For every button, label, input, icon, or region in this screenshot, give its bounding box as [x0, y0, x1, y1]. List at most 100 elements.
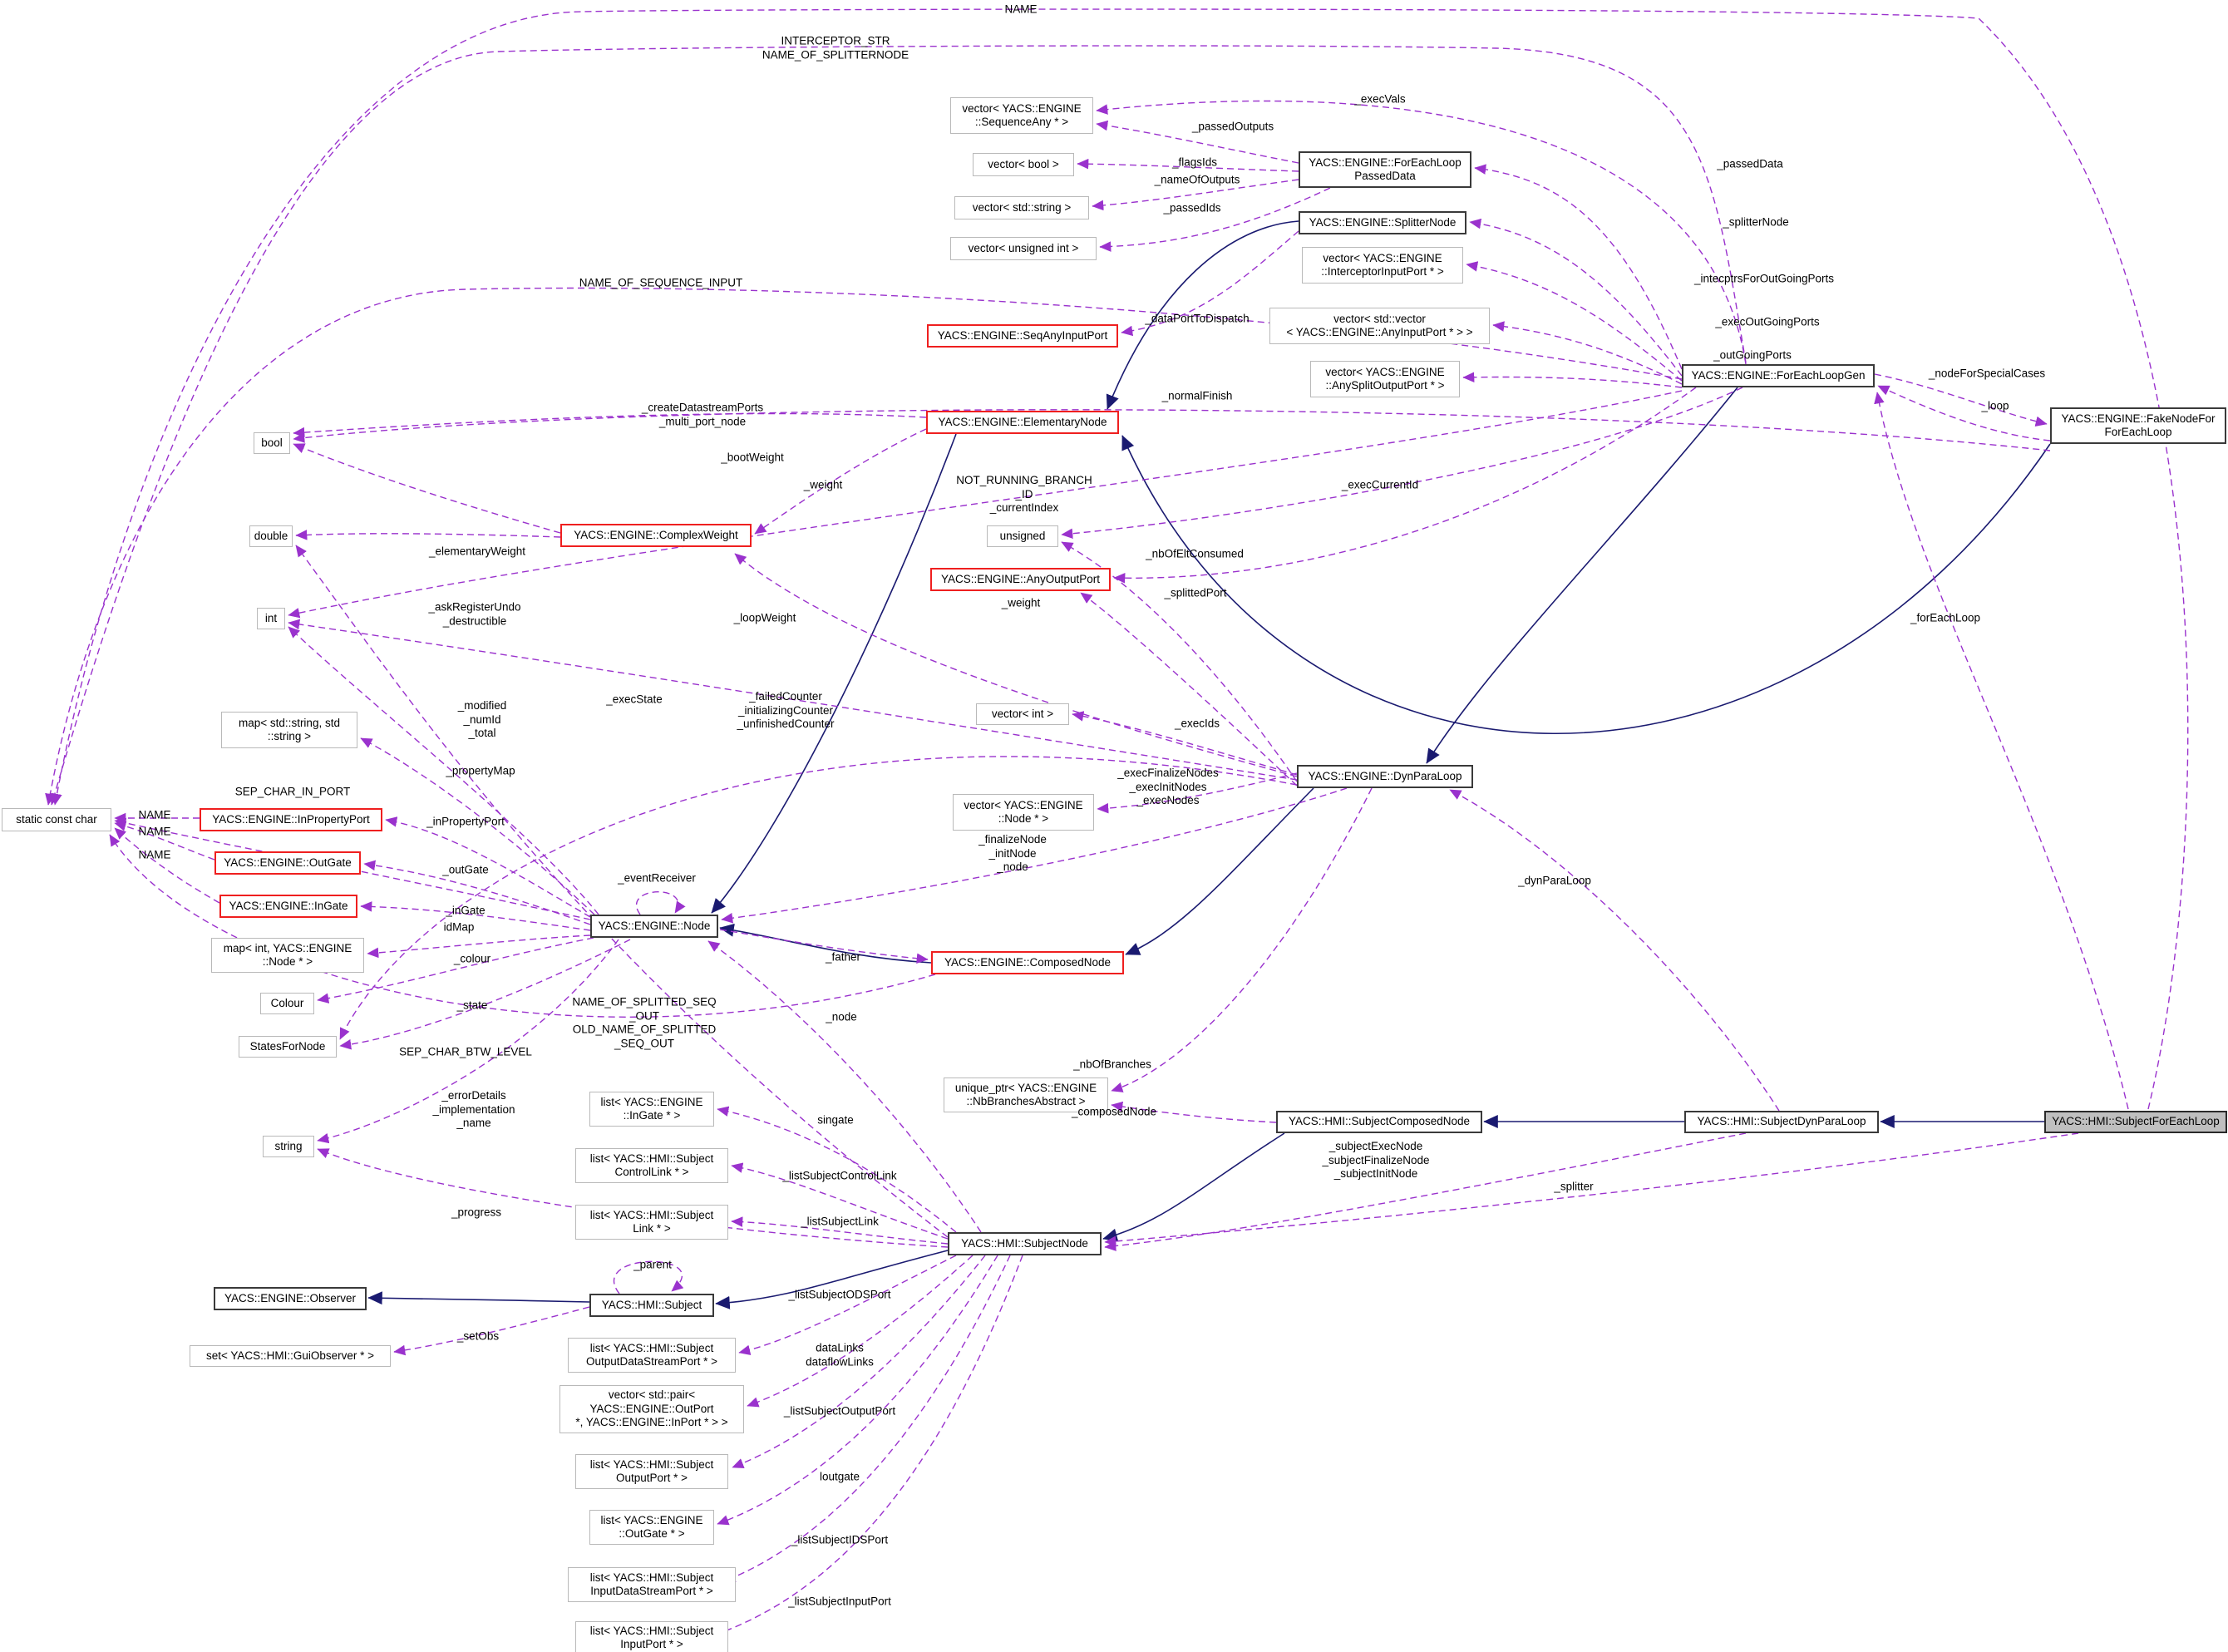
usage-edge	[339, 939, 631, 1050]
usage-edge	[613, 1260, 684, 1294]
inheritance-edge	[1125, 787, 1314, 955]
usage-edge	[288, 619, 1298, 781]
class-box-vector-bool[interactable]: vector< bool >	[973, 153, 1074, 176]
inheritance-edge	[1121, 435, 2051, 734]
inheritance-edge	[1426, 387, 1738, 764]
class-box-vector-interceptorinputport[interactable]: vector< YACS::ENGINE ::InterceptorInputP…	[1302, 247, 1463, 284]
usage-edge	[1469, 218, 1683, 377]
usage-edge	[717, 1106, 957, 1233]
class-box-colour[interactable]: Colour	[260, 993, 314, 1014]
class-box-int[interactable]: int	[257, 608, 285, 629]
class-box-complexweight[interactable]: YACS::ENGINE::ComplexWeight	[560, 524, 752, 547]
inheritance-edge	[711, 433, 957, 914]
class-box-vector-int[interactable]: vector< int >	[976, 703, 1069, 725]
usage-edge	[288, 626, 599, 915]
class-box-elementarynode[interactable]: YACS::ENGINE::ElementaryNode	[926, 411, 1119, 434]
usage-edge	[1877, 385, 2051, 441]
class-box-foreachloop-passeddata[interactable]: YACS::ENGINE::ForEachLoop PassedData	[1299, 151, 1471, 188]
usage-edge	[754, 428, 927, 535]
class-box-subjectforeachloop[interactable]: YACS::HMI::SubjectForEachLoop	[2044, 1111, 2227, 1133]
usage-edge	[360, 901, 591, 931]
usage-edge	[109, 834, 936, 1018]
usage-edge	[1099, 187, 1331, 252]
class-box-map-int-node[interactable]: map< int, YACS::ENGINE ::Node * >	[211, 938, 364, 973]
class-box-map-string-string[interactable]: map< std::string, std ::string >	[221, 712, 357, 748]
usage-edge	[317, 939, 619, 1144]
class-box-subjectcomposednode[interactable]: YACS::HMI::SubjectComposedNode	[1276, 1111, 1482, 1133]
class-box-splitternode[interactable]: YACS::ENGINE::SplitterNode	[1299, 211, 1466, 234]
class-box-composednode[interactable]: YACS::ENGINE::ComposedNode	[931, 951, 1124, 974]
class-box-list-subjectinputport[interactable]: list< YACS::HMI::Subject InputPort * >	[575, 1621, 728, 1652]
class-box-outgate[interactable]: YACS::ENGINE::OutGate	[214, 851, 361, 875]
class-box-string[interactable]: string	[263, 1136, 314, 1157]
class-box-vector-unsigned-int[interactable]: vector< unsigned int >	[950, 237, 1097, 260]
usage-edge	[114, 827, 220, 904]
class-box-foreachloopgen[interactable]: YACS::ENGINE::ForEachLoopGen	[1682, 364, 1875, 387]
usage-edge	[732, 1255, 986, 1468]
inheritance-edge	[1106, 220, 1299, 410]
usage-edge	[293, 412, 927, 438]
usage-edge	[114, 821, 215, 861]
usage-edge	[1077, 158, 1299, 172]
usage-edge	[719, 929, 929, 964]
class-box-unsigned[interactable]: unsigned	[987, 525, 1058, 547]
class-box-subjectdynparaloop[interactable]: YACS::HMI::SubjectDynParaLoop	[1684, 1111, 1879, 1133]
class-box-uniqueptr-nbbranches[interactable]: unique_ptr< YACS::ENGINE ::NbBranchesAbs…	[944, 1077, 1108, 1112]
class-box-fakenodeforforeachloop[interactable]: YACS::ENGINE::FakeNodeFor ForEachLoop	[2050, 407, 2226, 444]
class-box-dynparaloop[interactable]: YACS::ENGINE::DynParaLoop	[1297, 765, 1473, 788]
class-box-vector-sequenceany[interactable]: vector< YACS::ENGINE ::SequenceAny * >	[950, 97, 1093, 134]
usage-edge	[360, 737, 595, 915]
usage-edge	[715, 1255, 1023, 1636]
class-box-inpropertyport[interactable]: YACS::ENGINE::InPropertyPort	[200, 808, 382, 831]
usage-edge	[393, 1306, 590, 1356]
usage-edge	[1096, 120, 1299, 164]
class-box-double[interactable]: double	[249, 525, 293, 547]
usage-edge	[734, 553, 1298, 777]
usage-edge	[1462, 372, 1683, 388]
class-box-anyoutputport[interactable]: YACS::ENGINE::AnyOutputPort	[930, 568, 1111, 591]
class-box-vector-pair-outport-inport[interactable]: vector< std::pair< YACS::ENGINE::OutPort…	[559, 1385, 744, 1433]
class-box-observer[interactable]: YACS::ENGINE::Observer	[214, 1287, 367, 1310]
class-box-vector-anysplitoutputport[interactable]: vector< YACS::ENGINE ::AnySplitOutputPor…	[1310, 361, 1460, 397]
usage-edge	[1072, 711, 1298, 776]
class-box-vector-string[interactable]: vector< std::string >	[954, 196, 1089, 219]
class-box-vector-anyinputport[interactable]: vector< std::vector < YACS::ENGINE::AnyI…	[1269, 308, 1490, 344]
class-box-set-guiobserver[interactable]: set< YACS::HMI::GuiObserver * >	[190, 1345, 391, 1367]
class-box-list-subjectidsport[interactable]: list< YACS::HMI::Subject InputDataStream…	[568, 1567, 736, 1602]
class-box-static-const-char[interactable]: static const char	[2, 808, 111, 831]
class-box-node[interactable]: YACS::ENGINE::Node	[590, 915, 718, 938]
class-box-list-subjectodsport[interactable]: list< YACS::HMI::Subject OutputDataStrea…	[568, 1338, 736, 1373]
class-box-list-subjectcontrollink[interactable]: list< YACS::HMI::Subject ControlLink * >	[575, 1148, 728, 1183]
usage-edge	[295, 530, 561, 540]
usage-edge	[385, 816, 591, 918]
class-box-subjectnode[interactable]: YACS::HMI::SubjectNode	[948, 1232, 1102, 1255]
inheritance-edge	[1102, 1132, 1285, 1242]
inheritance-edge	[367, 1291, 590, 1305]
class-box-ingate[interactable]: YACS::ENGINE::InGate	[219, 895, 357, 918]
usage-edge	[1097, 772, 1298, 814]
class-box-seqanyinputport[interactable]: YACS::ENGINE::SeqAnyInputPort	[927, 324, 1118, 348]
usage-edge	[717, 1255, 998, 1526]
usage-edge	[723, 1255, 1011, 1582]
usage-edge	[114, 817, 591, 920]
usage-edge	[1061, 387, 1743, 540]
usage-edge	[1874, 373, 2048, 427]
class-box-list-ingate[interactable]: list< YACS::ENGINE ::InGate * >	[589, 1092, 714, 1127]
usage-edge	[1474, 164, 1683, 370]
usage-edge	[1492, 321, 1683, 385]
class-box-statesfornode[interactable]: StatesForNode	[239, 1036, 337, 1058]
class-box-list-subjectoutputport[interactable]: list< YACS::HMI::Subject OutputPort * >	[575, 1454, 728, 1489]
usage-edge	[1466, 261, 1683, 382]
usage-edge	[731, 1216, 949, 1245]
usage-edge	[738, 1255, 957, 1356]
usage-edge	[1449, 789, 1780, 1112]
class-box-subject[interactable]: YACS::HMI::Subject	[589, 1294, 714, 1317]
class-box-vector-node[interactable]: vector< YACS::ENGINE ::Node * >	[953, 794, 1094, 831]
class-box-list-subjectlink[interactable]: list< YACS::HMI::Subject Link * >	[575, 1205, 728, 1240]
class-box-bool[interactable]: bool	[254, 432, 290, 454]
class-box-list-outgate[interactable]: list< YACS::ENGINE ::OutGate * >	[589, 1510, 714, 1545]
usage-edge	[1874, 392, 2129, 1110]
inheritance-edge	[715, 1250, 949, 1309]
